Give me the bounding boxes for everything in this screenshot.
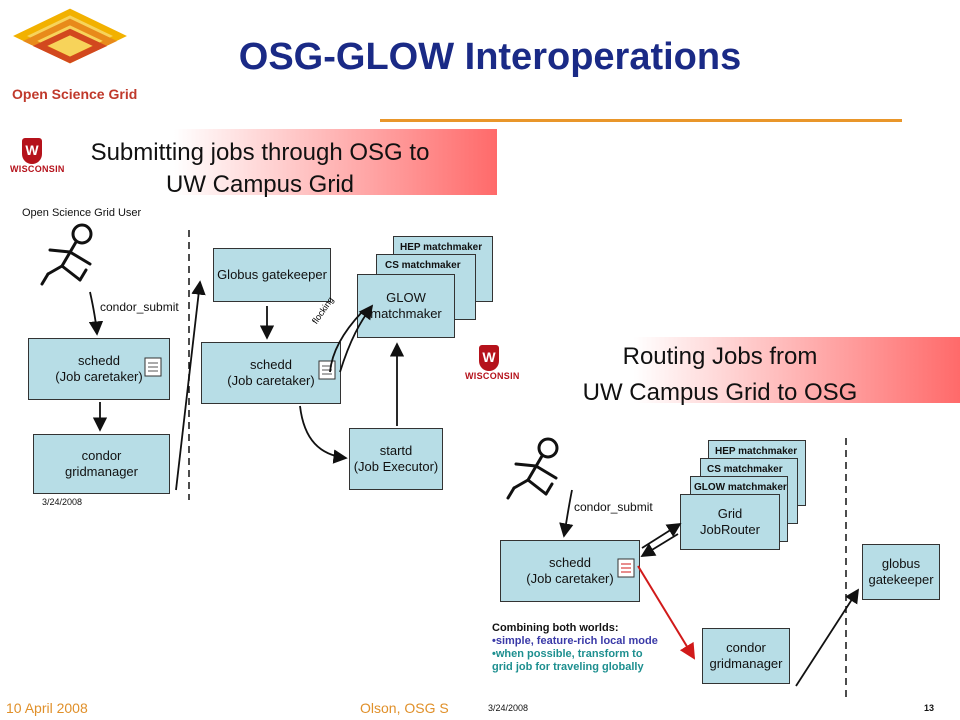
left-schedd-doc-icon	[144, 357, 162, 377]
startd-line1: startd	[379, 443, 413, 458]
left-schedd-line2: (Job caretaker)	[55, 369, 143, 384]
left-glow-line1: GLOW	[386, 290, 426, 305]
right-glow-label: GLOW matchmaker	[694, 482, 787, 493]
left-schedd2-line1: schedd	[250, 357, 292, 372]
osg-logo-label: Open Science Grid	[12, 86, 138, 102]
left-gridmanager-line1: condor	[81, 448, 122, 463]
globus-gatekeeper-box: Globus gatekeeper	[213, 248, 331, 302]
right-banner	[458, 337, 960, 403]
right-globus-line2: gatekeeper	[868, 572, 934, 587]
right-banner-line2: UW Campus Grid to OSG	[582, 379, 858, 406]
left-user-figure-icon	[40, 223, 93, 286]
combine-bullet-3: grid job for traveling globally	[492, 661, 644, 673]
right-cs-label: CS matchmaker	[707, 464, 783, 475]
right-wisconsin-label: WISCONSIN	[465, 371, 520, 381]
left-gridmanager-line2: gridmanager	[65, 464, 138, 479]
left-schedd-line1: schedd	[78, 353, 120, 368]
right-arrows	[559, 438, 859, 700]
footer-author: Olson, OSG S	[360, 700, 449, 716]
right-user-figure-icon	[506, 437, 559, 500]
right-schedd-box: schedd (Job caretaker)	[500, 540, 640, 602]
osg-user-label: Open Science Grid User	[22, 207, 142, 219]
combine-bullet-2: •when possible, transform to	[492, 648, 643, 660]
combine-bullet-1: •simple, feature-rich local mode	[492, 635, 658, 647]
wisconsin-label: WISCONSIN	[10, 164, 65, 174]
globus-gatekeeper-label: Globus gatekeeper	[217, 267, 327, 282]
right-gridmanager-line2: gridmanager	[709, 656, 783, 671]
right-globus-gatekeeper-box: globus gatekeeper	[862, 544, 940, 600]
grid-jobrouter-line2: JobRouter	[700, 522, 760, 537]
left-banner	[0, 129, 497, 195]
combine-title: Combining both worlds:	[492, 622, 619, 634]
right-globus-line1: globus	[881, 556, 921, 571]
startd-line2: (Job Executor)	[353, 459, 439, 474]
osg-logo	[8, 6, 138, 106]
left-banner-line2: UW Campus Grid	[165, 171, 355, 198]
left-date: 3/24/2008	[42, 497, 83, 507]
right-hep-label: HEP matchmaker	[715, 446, 798, 457]
combine-note: Combining both worlds: •simple, feature-…	[492, 622, 692, 674]
right-wisconsin-shield-icon: W	[479, 345, 499, 371]
right-wisconsin-logo: W WISCONSIN	[465, 345, 520, 381]
right-schedd-line1: schedd	[549, 555, 591, 570]
left-glow-matchmaker-box: GLOW matchmaker	[357, 274, 455, 338]
grid-jobrouter-line1: Grid	[717, 506, 743, 521]
right-gridmanager-box: condor gridmanager	[702, 628, 790, 684]
wisconsin-shield-icon: W	[22, 138, 42, 164]
left-schedd2-line2: (Job caretaker)	[227, 373, 315, 388]
left-schedd2-box: schedd (Job caretaker)	[201, 342, 341, 404]
grid-jobrouter-box: Grid JobRouter	[680, 494, 780, 550]
title-divider	[380, 119, 902, 122]
right-schedd-doc-icon	[617, 558, 635, 578]
right-page-number: 13	[924, 703, 935, 713]
right-schedd-line2: (Job caretaker)	[526, 571, 614, 586]
left-glow-line2: matchmaker	[370, 306, 442, 321]
page-title: OSG-GLOW Interoperations	[238, 36, 742, 78]
left-gridmanager-box: condor gridmanager	[33, 434, 170, 494]
osg-logo-icon	[13, 8, 127, 64]
left-condor-submit-label: condor_submit	[100, 300, 179, 314]
left-wisconsin-logo: W WISCONSIN	[10, 138, 65, 174]
left-banner-line1: Submitting jobs through OSG to	[90, 139, 430, 166]
left-arrows	[88, 230, 405, 500]
footer-date: 10 April 2008	[6, 700, 88, 716]
left-hep-label: HEP matchmaker	[400, 242, 483, 253]
startd-box: startd (Job Executor)	[349, 428, 443, 490]
right-condor-submit-label: condor_submit	[574, 500, 653, 514]
right-banner-line1: Routing Jobs from	[622, 343, 818, 370]
left-cs-label: CS matchmaker	[385, 260, 461, 271]
right-gridmanager-line1: condor	[726, 640, 766, 655]
right-date: 3/24/2008	[488, 703, 529, 713]
